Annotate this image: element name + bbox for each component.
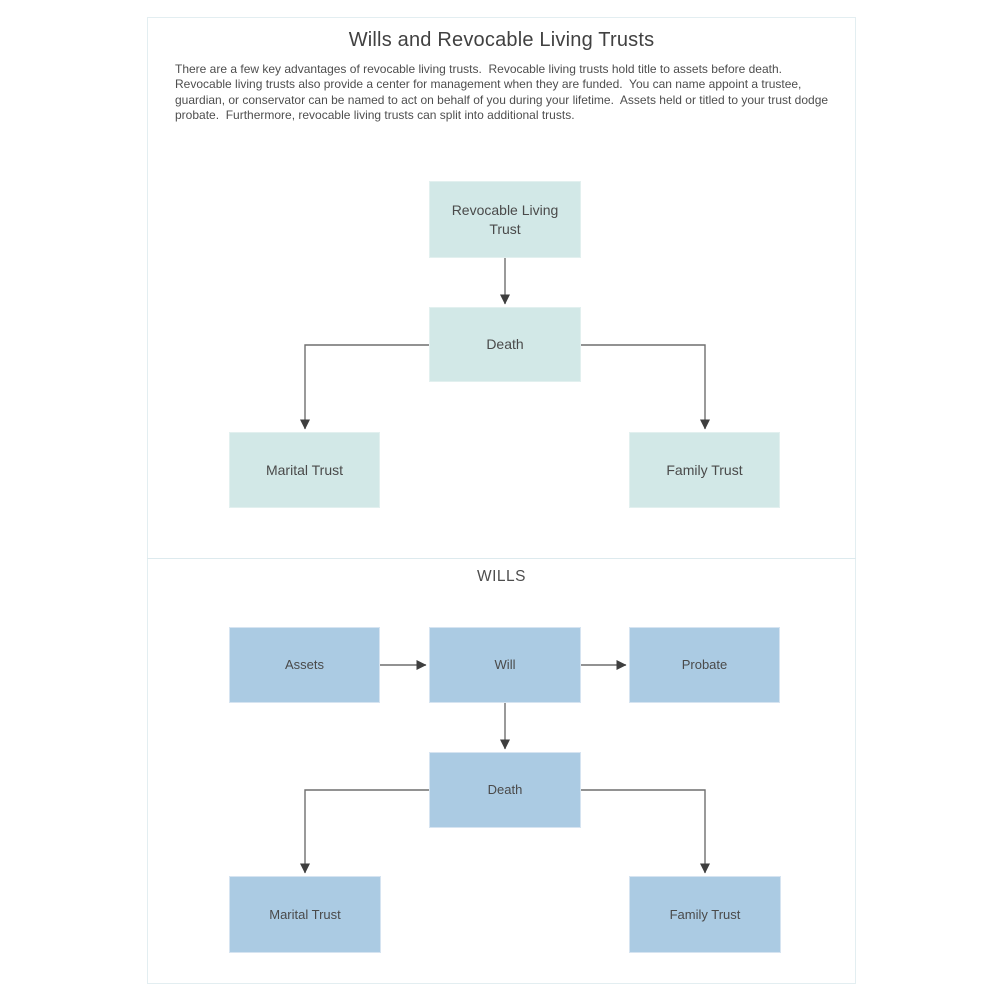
- node-label: Death: [486, 336, 524, 353]
- node-label: Family Trust: [669, 906, 741, 922]
- node-marital-trust-trusts: Marital Trust: [229, 432, 380, 508]
- node-marital-trust-wills: Marital Trust: [229, 876, 381, 953]
- node-label: Death: [487, 782, 523, 798]
- intro-paragraph: There are a few key advantages of revoca…: [175, 62, 832, 123]
- node-label: Marital Trust: [269, 906, 341, 922]
- node-death-wills: Death: [429, 752, 581, 828]
- node-label: Will: [494, 657, 516, 673]
- wills-section-title: WILLS: [476, 568, 526, 585]
- node-label: Assets: [284, 657, 324, 673]
- node-family-trust-trusts: Family Trust: [629, 432, 780, 508]
- node-probate: Probate: [629, 627, 780, 703]
- node-revocable-living-trust: Revocable Living Trust: [429, 181, 581, 258]
- node-label: Family Trust: [666, 461, 743, 478]
- page-title: Wills and Revocable Living Trusts: [348, 29, 655, 51]
- node-label: Revocable Living Trust: [451, 201, 559, 237]
- node-label: Probate: [681, 657, 728, 673]
- node-family-trust-wills: Family Trust: [629, 876, 781, 953]
- node-death-trusts: Death: [429, 307, 581, 382]
- node-label: Marital Trust: [265, 461, 343, 478]
- node-will: Will: [429, 627, 581, 703]
- section-divider: [147, 558, 856, 559]
- node-assets: Assets: [229, 627, 380, 703]
